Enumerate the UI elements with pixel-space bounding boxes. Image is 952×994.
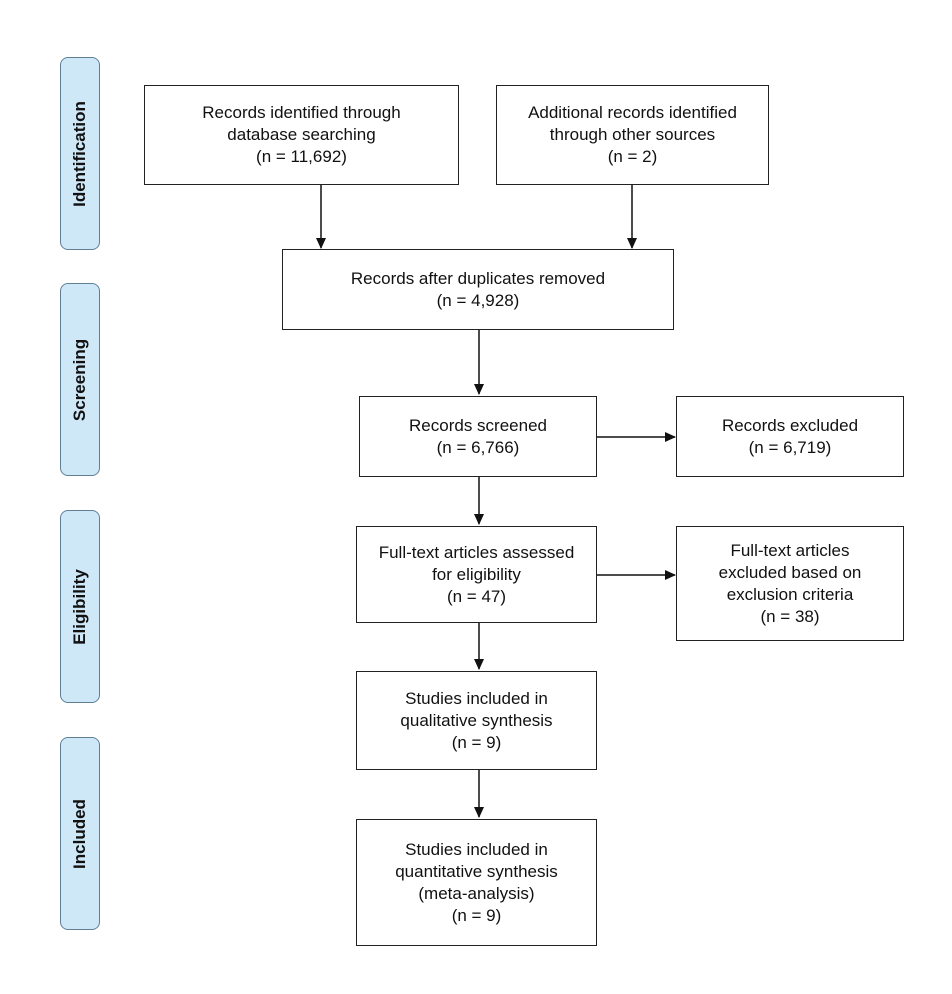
- box-qualitative-synthesis: Studies included in qualitative synthesi…: [356, 671, 597, 770]
- box-database-search: Records identified through database sear…: [144, 85, 459, 185]
- box-other-sources: Additional records identified through ot…: [496, 85, 769, 185]
- box-records-screened: Records screened (n = 6,766): [359, 396, 597, 477]
- phase-screening: Screening: [60, 283, 100, 476]
- phase-included: Included: [60, 737, 100, 930]
- phase-identification: Identification: [60, 57, 100, 250]
- box-records-excluded: Records excluded (n = 6,719): [676, 396, 904, 477]
- box-quantitative-synthesis: Studies included in quantitative synthes…: [356, 819, 597, 946]
- phase-eligibility: Eligibility: [60, 510, 100, 703]
- box-fulltext-excluded: Full-text articles excluded based on exc…: [676, 526, 904, 641]
- box-fulltext-assessed: Full-text articles assessed for eligibil…: [356, 526, 597, 623]
- box-after-duplicates: Records after duplicates removed (n = 4,…: [282, 249, 674, 330]
